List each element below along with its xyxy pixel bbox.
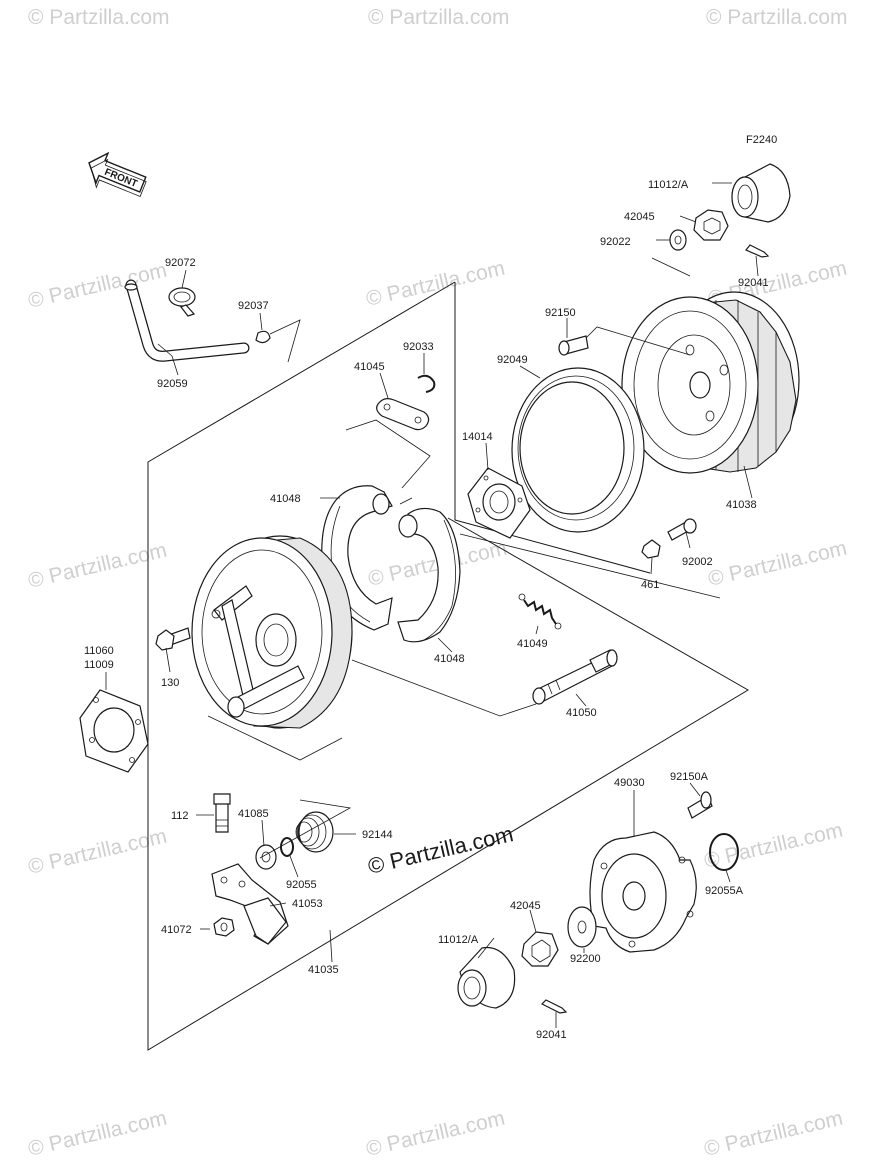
part-label: 41035 xyxy=(308,964,339,976)
part-label: 41048 xyxy=(270,493,301,505)
part-label: 92022 xyxy=(600,236,631,248)
part-label: 92150A xyxy=(670,771,709,783)
part-label: 41038 xyxy=(726,499,757,511)
watermark: © Partzilla.com xyxy=(706,6,848,29)
part-label: 92072 xyxy=(165,257,196,269)
part-label: 41045 xyxy=(354,361,385,373)
nut-461 xyxy=(641,539,661,559)
part-label: 42045 xyxy=(510,900,541,912)
watermark: © Partzilla.com xyxy=(368,6,510,29)
part-label: 92037 xyxy=(238,300,269,312)
part-label: 92200 xyxy=(570,953,601,965)
assembly-outlines xyxy=(147,281,749,1051)
oring-92055 xyxy=(280,837,294,857)
brake-drum-41038 xyxy=(621,291,800,474)
front-arrow-icon: FRONT xyxy=(88,151,147,197)
bolt-112 xyxy=(213,793,231,833)
part-label: 461 xyxy=(641,579,659,591)
bolt-92002 xyxy=(667,518,697,541)
part-label: 41085 xyxy=(238,808,269,820)
leader-lines xyxy=(105,182,759,1028)
part-label: 92144 xyxy=(362,829,393,841)
watermark: © Partzilla.com xyxy=(364,1107,507,1161)
watermark: © Partzilla.com xyxy=(702,1107,845,1161)
hose-92059 xyxy=(124,279,250,362)
nut-41072 xyxy=(213,917,235,937)
part-label: 49030 xyxy=(614,777,645,789)
watermark: © Partzilla.com xyxy=(28,6,170,29)
washer-92022-top xyxy=(669,229,687,251)
part-label: 42045 xyxy=(624,211,655,223)
part-label: 92041 xyxy=(738,277,769,289)
seal-92049 xyxy=(511,367,645,533)
part-label: 92055A xyxy=(705,885,744,897)
part-label: 11009 xyxy=(84,659,114,671)
part-label: 92002 xyxy=(682,556,713,568)
bolt-92150 xyxy=(558,335,589,356)
part-label: 11012/A xyxy=(438,934,479,946)
clamp-92072 xyxy=(168,287,196,317)
clip-92037 xyxy=(255,330,271,344)
spring-92144 xyxy=(295,811,334,853)
part-label: 14014 xyxy=(462,431,493,443)
nut-42045-bottom xyxy=(521,931,559,967)
hub-49030 xyxy=(589,831,697,953)
drum-assembly-outline xyxy=(147,281,749,1051)
part-label: 92059 xyxy=(157,378,188,390)
nut-42045-top xyxy=(693,209,729,241)
part-label: 41072 xyxy=(161,924,192,936)
part-label: 11012/A xyxy=(648,179,689,191)
plate-14014 xyxy=(467,467,531,539)
watermark: © Partzilla.com xyxy=(26,1107,169,1161)
pin-92041-top xyxy=(745,244,770,258)
bolt-130 xyxy=(155,627,191,651)
cap-11012A-top xyxy=(731,163,791,223)
figure-code: F2240 xyxy=(746,134,777,146)
part-label: 92150 xyxy=(545,307,576,319)
pin-92041-bottom xyxy=(540,999,568,1014)
hub-assembly-outline xyxy=(454,282,651,574)
part-label: 41050 xyxy=(566,707,597,719)
part-label: 92041 xyxy=(536,1029,567,1041)
watermark: © Partzilla.com xyxy=(706,537,849,591)
washer-41085 xyxy=(255,844,277,870)
part-label: 92033 xyxy=(403,341,434,353)
spring-41049 xyxy=(518,593,562,630)
part-label: 92049 xyxy=(497,354,528,366)
washer-92200 xyxy=(567,906,597,948)
gasket-11060 xyxy=(79,689,149,773)
part-label: 92055 xyxy=(286,879,317,891)
watermark: © Partzilla.com xyxy=(702,819,845,873)
leader xyxy=(585,326,691,356)
part-labels: 11012/A 42045 92022 92041 92072 92037 92… xyxy=(84,179,769,1041)
lever-41053 xyxy=(211,863,289,945)
clip-92033 xyxy=(417,374,436,393)
watermark: © Partzilla.com xyxy=(364,257,507,311)
part-label: 130 xyxy=(161,677,179,689)
oring-92055A xyxy=(709,833,739,871)
cap-11012A-bottom xyxy=(457,946,516,1009)
brake-shoe-41048-lower xyxy=(397,507,461,643)
brake-panel xyxy=(191,535,353,729)
part-label: 41049 xyxy=(517,638,548,650)
camshaft-41050 xyxy=(532,649,618,705)
part-label: 41048 xyxy=(434,653,465,665)
watermark: © Partzilla.com xyxy=(26,259,169,313)
part-label: 11060 xyxy=(84,645,114,657)
part-label: 41053 xyxy=(292,898,323,910)
link-41045 xyxy=(376,398,430,431)
part-label: 112 xyxy=(171,810,189,822)
bolt-92150A xyxy=(687,791,713,819)
